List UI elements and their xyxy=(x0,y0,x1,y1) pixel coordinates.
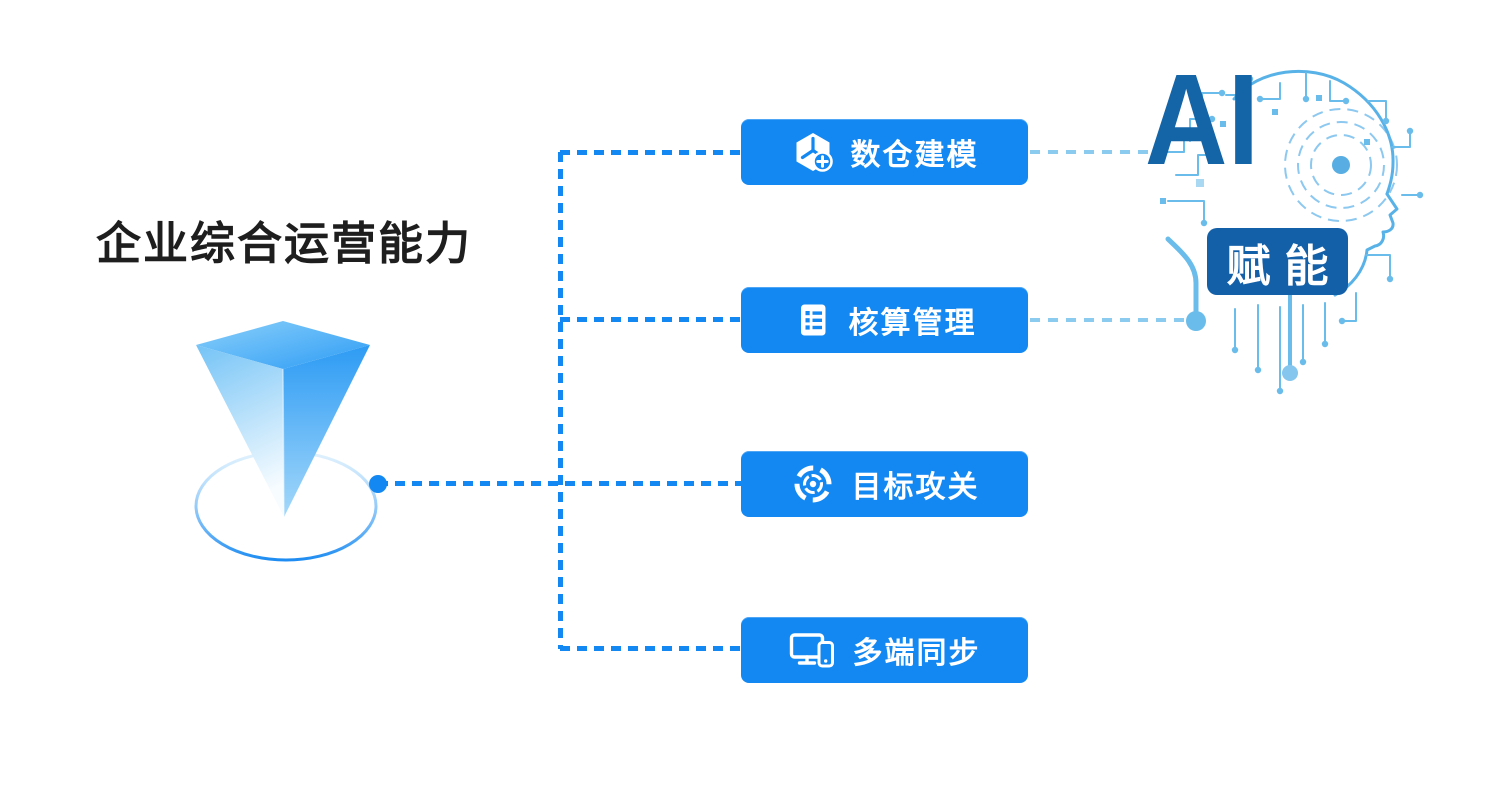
feature-button-target[interactable]: 目标攻关 xyxy=(741,451,1028,517)
connector-main xyxy=(378,481,743,486)
page-title: 企业综合运营能力 xyxy=(96,218,473,269)
circuit-node-large xyxy=(1282,365,1298,381)
ai-empowerment-badge: 赋能 xyxy=(1207,228,1348,295)
ai-head-graphic: AI 赋能 xyxy=(1138,55,1470,400)
feature-button-label: 核算管理 xyxy=(848,307,977,340)
connector-branch-1 xyxy=(560,150,743,155)
connector-branch-4 xyxy=(560,646,743,651)
feature-button-label: 目标攻关 xyxy=(851,471,980,504)
checklist-icon xyxy=(800,304,825,336)
pyramid-funnel-graphic xyxy=(194,321,378,562)
connector-right-2 xyxy=(1030,318,1188,322)
feature-button-multi-device[interactable]: 多端同步 xyxy=(741,617,1028,683)
connector-vertical-spine xyxy=(558,152,563,649)
feature-button-label: 多端同步 xyxy=(852,637,981,670)
cube-add-icon xyxy=(796,133,833,172)
feature-button-data-modeling[interactable]: 数仓建模 xyxy=(741,119,1028,185)
connector-branch-2 xyxy=(560,317,743,322)
circuit-pattern xyxy=(1160,69,1424,395)
target-icon xyxy=(794,465,831,503)
devices-icon xyxy=(789,633,834,668)
connector-dot-right xyxy=(1186,311,1206,331)
feature-button-label: 数仓建模 xyxy=(850,139,979,172)
connector-right-1 xyxy=(1030,150,1164,154)
feature-button-accounting[interactable]: 核算管理 xyxy=(741,287,1028,353)
pyramid-right-face xyxy=(283,345,370,517)
pyramid-left-face xyxy=(196,345,284,517)
connector-dot-left xyxy=(369,475,387,493)
